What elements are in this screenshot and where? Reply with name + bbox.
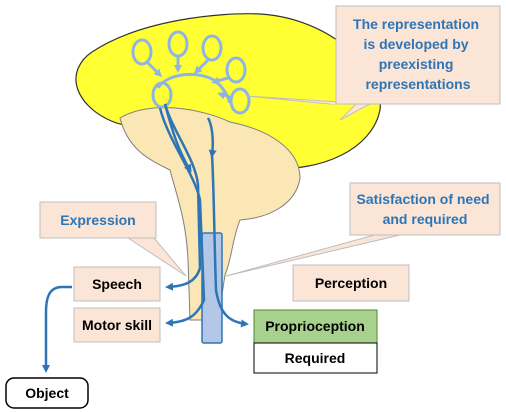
object-label: Object: [25, 385, 69, 401]
motor-skill-label: Motor skill: [82, 317, 152, 333]
spinal-cord: [201, 232, 223, 344]
object-box: Object: [5, 377, 89, 409]
perception-box: Perception: [292, 264, 410, 302]
svg-text:Satisfaction of need and: Satisfaction of need and required: [357, 191, 494, 227]
callout-representation-line-1: The representation: [353, 16, 479, 32]
perception-label: Perception: [315, 275, 387, 291]
descending-pathways: [42, 103, 249, 373]
callout-representation: The representation is developed by preex…: [245, 5, 501, 121]
svg-text:The representation is de: The representation is developed by preex…: [353, 16, 483, 92]
proprioception-box: Proprioception: [253, 309, 378, 344]
convergence-arc: [156, 73, 232, 104]
callout-satisfaction-line-1: Satisfaction of need: [357, 191, 490, 207]
callout-satisfaction: Satisfaction of need and required: [225, 182, 501, 277]
callout-expression: Expression: [39, 201, 187, 277]
required-label: Required: [285, 350, 346, 366]
motor-skill-box: Motor skill: [73, 307, 161, 343]
callout-representation-line-4: representations: [365, 76, 470, 92]
speech-box: Speech: [73, 266, 161, 302]
required-box: Required: [253, 342, 378, 374]
callout-representation-line-2: is developed by: [364, 36, 469, 52]
brainstem-shape: [119, 107, 301, 321]
speech-label: Speech: [92, 276, 142, 292]
proprioception-label: Proprioception: [265, 318, 365, 334]
callout-satisfaction-line-2: and required: [383, 211, 468, 227]
callout-expression-text: Expression: [60, 212, 135, 228]
callout-representation-line-3: preexisting: [379, 56, 454, 72]
